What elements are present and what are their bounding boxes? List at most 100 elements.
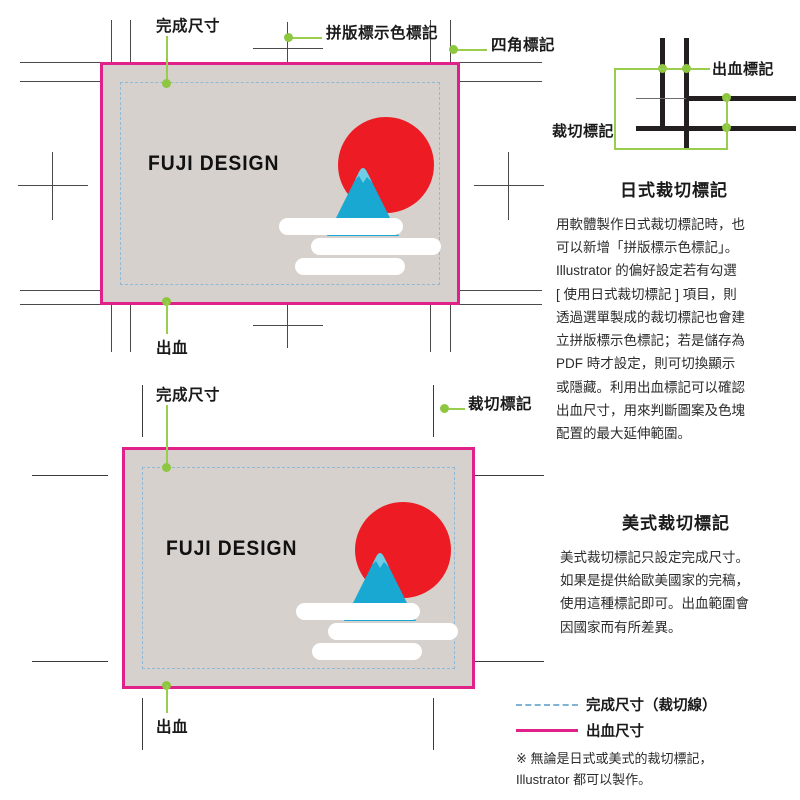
trim-boundary bbox=[142, 467, 455, 669]
article-line: [ 使用日式裁切標記 ] 項目，則 bbox=[556, 286, 737, 302]
crop-mark-line bbox=[32, 661, 108, 663]
svg-text:FUJI DESIGN: FUJI DESIGN bbox=[148, 152, 279, 175]
legend-note-line: ※ 無論是日式或美式的裁切標記， bbox=[516, 751, 713, 766]
mark-hairline bbox=[636, 98, 686, 100]
legend-label-trim: 完成尺寸（裁切線） bbox=[586, 698, 717, 714]
article-american-title: 美式裁切標記 bbox=[622, 514, 730, 533]
legend-note-line: Illustrator 都可以製作。 bbox=[516, 772, 652, 788]
crop-mark-line bbox=[430, 20, 432, 68]
callout-label-bleed-mark: 出血標記 bbox=[712, 61, 775, 78]
article-line: 可以新增「拼版標示色標記」。 bbox=[556, 240, 739, 256]
article-line: 出血尺寸，用來判斷圖案及色塊 bbox=[556, 402, 745, 418]
article-japanese-body: 用軟體製作日式裁切標記時，也 可以新增「拼版標示色標記」。 Illustrato… bbox=[556, 213, 792, 445]
bleed-boundary bbox=[122, 447, 475, 689]
callout-leader bbox=[614, 68, 662, 70]
crop-mark-bar bbox=[684, 38, 689, 150]
legend-note: ※ 無論是日式或美式的裁切標記， Illustrator 都可以製作。 bbox=[516, 748, 796, 790]
crop-mark-line bbox=[20, 290, 112, 292]
mountain-snowcap bbox=[372, 553, 389, 568]
callout-label-trim-size: 完成尺寸 bbox=[156, 18, 221, 35]
callout-leader bbox=[449, 408, 465, 410]
callout-leader bbox=[166, 36, 168, 84]
crop-mark-line bbox=[111, 304, 113, 352]
american-crop-mark-panel: FUJI DESIGN 完成尺寸 裁切標記 bbox=[0, 375, 544, 755]
callout-label-trim-size: 完成尺寸 bbox=[156, 387, 221, 404]
registration-mark-line bbox=[52, 152, 54, 220]
legend-row-trim: 完成尺寸（裁切線） bbox=[516, 694, 717, 715]
crop-mark-line bbox=[430, 304, 542, 306]
callout-dot bbox=[162, 463, 171, 472]
crop-mark-line bbox=[32, 475, 108, 477]
article-line: 使用這種標記即可。出血範圍會 bbox=[560, 596, 749, 612]
fuji-mountain-logo bbox=[272, 495, 472, 660]
crop-mark-line bbox=[130, 290, 132, 352]
callout-leader bbox=[726, 97, 728, 149]
registration-mark-line bbox=[508, 152, 510, 220]
mark-anatomy-diagram: 出血標記 裁切標記 bbox=[548, 8, 800, 160]
crop-mark-line bbox=[468, 661, 544, 663]
crop-mark-line bbox=[130, 20, 132, 82]
article-japanese: 日式裁切標記 用軟體製作日式裁切標記時，也 可以新增「拼版標示色標記」。 Ill… bbox=[556, 176, 792, 445]
crop-mark-line bbox=[20, 62, 112, 64]
article-line: Illustrator 的偏好設定若有勾選 bbox=[556, 263, 737, 279]
article-japanese-title: 日式裁切標記 bbox=[620, 181, 728, 200]
crop-mark-line bbox=[433, 698, 435, 750]
registration-mark-line bbox=[287, 22, 289, 70]
callout-leader bbox=[457, 49, 487, 51]
callout-leader bbox=[166, 301, 168, 334]
crop-mark-line bbox=[20, 304, 130, 306]
logo-wordmark: FUJI DESIGN bbox=[148, 150, 306, 181]
callout-dot bbox=[682, 64, 691, 73]
trim-boundary bbox=[120, 82, 440, 285]
callout-dot bbox=[162, 79, 171, 88]
callout-leader bbox=[662, 68, 690, 70]
mountain-snowcap bbox=[355, 168, 372, 183]
bleed-line-swatch bbox=[516, 729, 578, 732]
article-line: PDF 時才設定，則可切換顯示 bbox=[556, 356, 736, 372]
callout-leader bbox=[690, 68, 710, 70]
wordmark-svg: FUJI DESIGN bbox=[148, 152, 279, 175]
article-line: 或隱藏。利用出血標記可以確認 bbox=[556, 379, 745, 395]
callout-leader bbox=[292, 37, 322, 39]
crop-mark-bar bbox=[684, 96, 796, 101]
japanese-crop-mark-panel: FUJI DESIGN 完成尺寸 bbox=[0, 0, 555, 375]
callout-dot bbox=[449, 45, 458, 54]
fuji-logo-svg bbox=[279, 117, 441, 275]
article-line: 透過選單製成的裁切標記也會建 bbox=[556, 309, 745, 325]
legend-row-bleed: 出血尺寸 bbox=[516, 720, 644, 741]
article-line: 立拼版標示色標記；若是儲存為 bbox=[556, 333, 745, 349]
crop-mark-line bbox=[430, 81, 542, 83]
bleed-mark-bar bbox=[660, 38, 665, 130]
fuji-mountain-logo bbox=[255, 110, 455, 275]
article-line: 因國家而有所差異。 bbox=[560, 619, 682, 635]
callout-label-crop-mark: 裁切標記 bbox=[468, 396, 533, 413]
registration-mark-line bbox=[287, 300, 289, 348]
article-line: 用軟體製作日式裁切標記時，也 bbox=[556, 217, 745, 232]
callout-leader bbox=[166, 405, 168, 468]
callout-label-bleed: 出血 bbox=[156, 719, 189, 736]
crop-mark-line bbox=[450, 62, 542, 64]
article-line: 配置的最大延伸範圍。 bbox=[556, 425, 691, 441]
article-line: 美式裁切標記只設定完成尺寸。 bbox=[560, 550, 749, 565]
crop-mark-line bbox=[468, 475, 544, 477]
crop-mark-line bbox=[20, 81, 130, 83]
callout-leader bbox=[614, 68, 616, 150]
crop-mark-line bbox=[450, 290, 542, 292]
crop-mark-line bbox=[142, 698, 144, 750]
legend-block: 完成尺寸（裁切線） 出血尺寸 ※ 無論是日式或美式的裁切標記， Illustra… bbox=[516, 694, 800, 794]
bleed-boundary bbox=[100, 62, 460, 305]
callout-label-registration-mark: 拼版標示色標記 bbox=[326, 25, 439, 42]
svg-text:FUJI DESIGN: FUJI DESIGN bbox=[166, 537, 297, 560]
registration-mark-line bbox=[253, 48, 323, 50]
callout-label-corner-mark: 四角標記 bbox=[491, 37, 556, 54]
crop-mark-line bbox=[433, 385, 435, 437]
fuji-logo-svg bbox=[296, 502, 458, 660]
crop-mark-bar bbox=[684, 126, 796, 131]
legend-label-bleed: 出血尺寸 bbox=[586, 724, 644, 740]
cloud-shape bbox=[296, 603, 458, 660]
wordmark-svg: FUJI DESIGN bbox=[166, 537, 297, 560]
crop-mark-line bbox=[450, 290, 452, 352]
callout-label-bleed: 出血 bbox=[156, 340, 189, 357]
callout-dot bbox=[440, 404, 449, 413]
artwork-card-american: FUJI DESIGN bbox=[122, 447, 475, 689]
